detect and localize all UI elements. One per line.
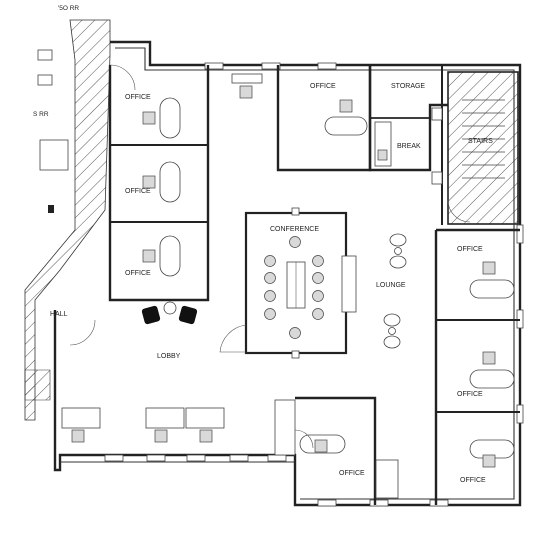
- label-fragment-top: '5O RR: [58, 5, 79, 12]
- conference-credenza: [341, 255, 357, 313]
- right-offices-walls: [434, 228, 520, 505]
- conference-chairs: [264, 236, 324, 339]
- bottom-office-closet: [375, 459, 399, 499]
- label-storage: STORAGE: [391, 83, 425, 90]
- restroom-fixtures: [37, 49, 69, 213]
- exterior-wall-inner: [115, 47, 515, 500]
- label-office-top-left: OFFICE: [125, 94, 151, 101]
- door-marker-bottom: [291, 350, 300, 359]
- desks-bottom-office: [299, 434, 346, 454]
- door-swings: [69, 64, 471, 449]
- storage-break-walls: [368, 65, 448, 172]
- exterior-wall: [53, 40, 522, 507]
- workstations-lobby: [61, 399, 296, 456]
- hatched-left-strip: [24, 369, 51, 401]
- label-office-right-low: OFFICE: [460, 477, 486, 484]
- stair-treads: [462, 99, 505, 179]
- label-lobby: LOBBY: [157, 353, 181, 360]
- stairs-hatch: [447, 71, 519, 225]
- label-office-right-mid: OFFICE: [457, 391, 483, 398]
- lobby-chairs: [141, 301, 198, 325]
- label-conference: CONFERENCE: [270, 226, 319, 233]
- hatched-exterior-wall: [24, 19, 111, 421]
- label-hall: HALL: [50, 311, 68, 318]
- conference-door-swing: [219, 324, 247, 353]
- label-lounge: LOUNGE: [376, 282, 406, 289]
- label-fragment-left: S RR: [33, 111, 49, 118]
- label-office-right-top: OFFICE: [457, 246, 483, 253]
- label-stairs: STAIRS: [468, 138, 493, 145]
- label-break: BREAK: [397, 143, 421, 150]
- desks-top-office: [231, 73, 368, 136]
- lounge-seating: [383, 233, 407, 349]
- desks-right-offices: [469, 261, 515, 468]
- bottom-office-walls: [295, 396, 377, 505]
- label-office-left-low: OFFICE: [125, 270, 151, 277]
- label-office-left-mid: OFFICE: [125, 188, 151, 195]
- label-office-bottom-center: OFFICE: [339, 470, 365, 477]
- left-offices-walls: [108, 65, 210, 302]
- label-office-top-center: OFFICE: [310, 83, 336, 90]
- break-fixtures: [374, 107, 443, 185]
- desks-left-column: [142, 97, 181, 277]
- door-marker-top: [291, 207, 300, 216]
